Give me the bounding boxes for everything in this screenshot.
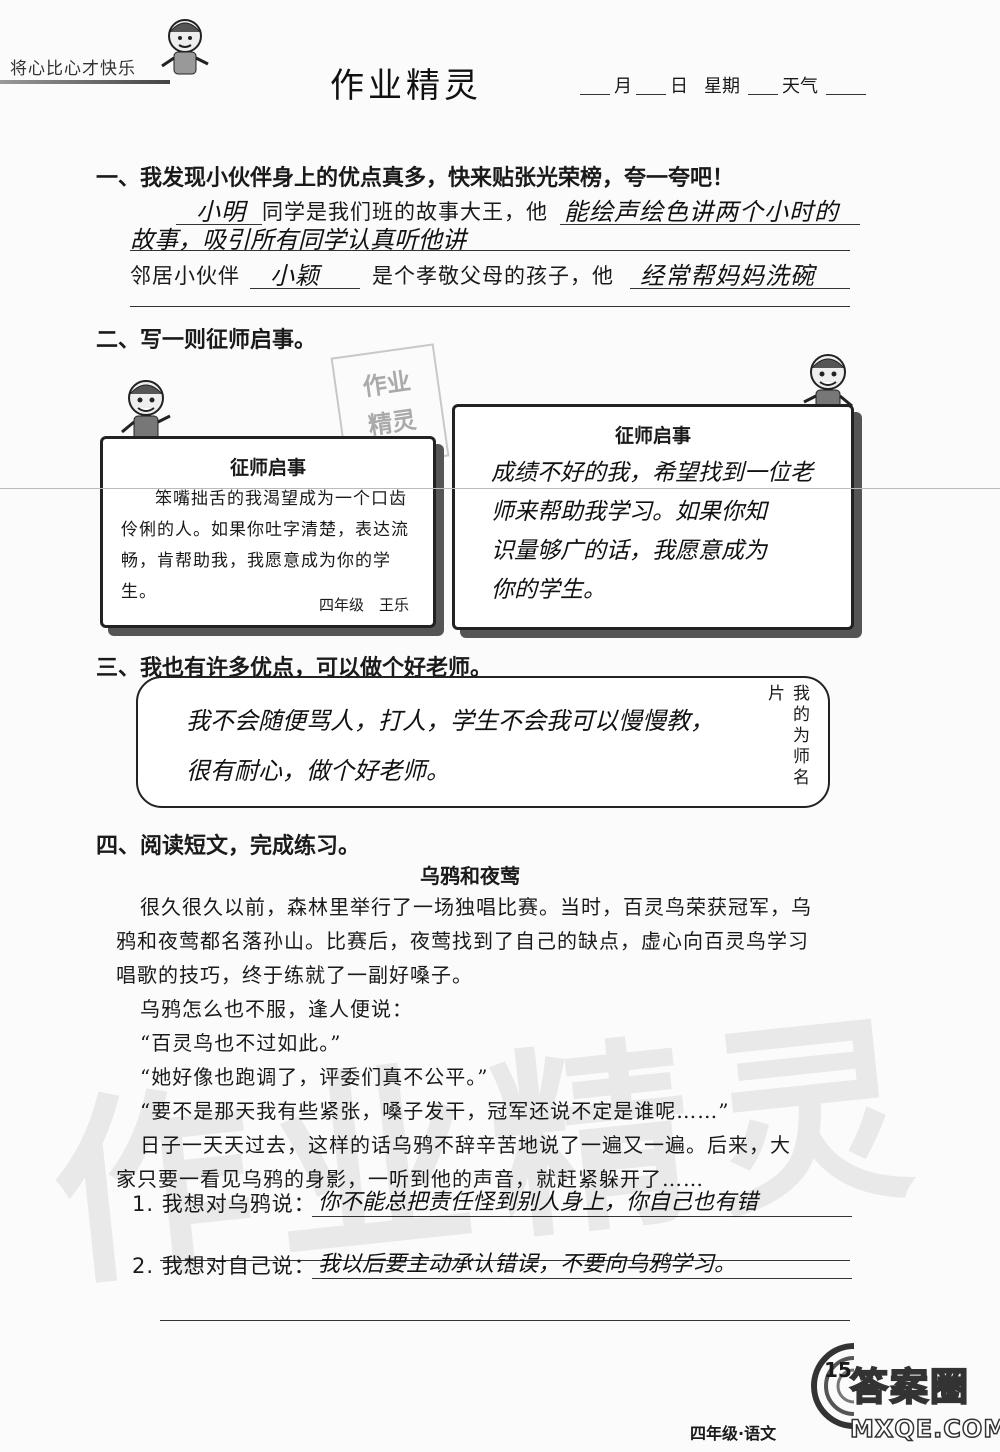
story-paragraph: 唱歌的技巧，终于练就了一副好嗓子。	[116, 963, 473, 987]
section1-answer2: 经常帮妈妈洗碗	[640, 262, 815, 290]
site-watermark-name: 答案圈	[849, 1364, 971, 1410]
question2: 2. 我想对自己说： 我以后要主动承认错误，不要向乌鸦学习。	[132, 1246, 872, 1286]
answer-notice-line: 你的学生。	[491, 577, 606, 603]
question2-blank-line	[160, 1320, 850, 1321]
section1-answer1b: 故事，吸引所有同学认真听他讲	[130, 226, 466, 254]
question1-blank-line	[160, 1260, 850, 1261]
story-paragraph: “要不是那天我有些紧张，嗓子发干，冠军还说不定是谁呢……”	[140, 1099, 730, 1123]
example-notice-signature: 四年级 王乐	[318, 596, 409, 614]
story-paragraph: 家只要一看见乌鸦的身影，一听到他的声音，就赶紧躲开了……	[116, 1167, 704, 1191]
section2-title: 二、写一则征师启事。	[96, 328, 317, 353]
cartoon-boy-icon	[160, 14, 210, 84]
header-slogan-banner: 将心比心才快乐	[0, 54, 190, 84]
header-title: 作业精灵	[330, 66, 482, 106]
section1-title: 一、我发现小伙伴身上的优点真多，快来贴张光荣榜，夸一夸吧！	[96, 166, 735, 191]
section1-row2: 故事，吸引所有同学认真听他讲	[130, 220, 870, 260]
example-notice-card: 征师启事 笨嘴拙舌的我渴望成为一个口齿伶俐的人。如果你吐字清楚，表达流畅，肯帮助…	[100, 436, 436, 628]
example-notice-body: 笨嘴拙舌的我渴望成为一个口齿伶俐的人。如果你吐字清楚，表达流畅，肯帮助我，我愿意…	[121, 489, 409, 602]
question2-answer: 我以后要主动承认错误，不要向乌鸦学习。	[318, 1252, 737, 1277]
date-day-label: 日	[670, 76, 688, 97]
story-paragraph: “她好像也跑调了，评委们真不公平。”	[140, 1065, 489, 1089]
story-body: 很久很久以前，森林里举行了一场独唱比赛。当时，百灵鸟荣获冠军，乌 鸦和夜莺都名落…	[96, 890, 866, 1196]
answer-notice-line: 成绩不好的我，希望找到一位老	[491, 460, 813, 486]
question1-answer: 你不能总把责任怪到别人身上，你自己也有错	[318, 1190, 759, 1215]
question1: 1. 我想对乌鸦说： 你不能总把责任怪到别人身上，你自己也有错	[132, 1184, 872, 1224]
section1-row1: 小明 同学是我们班的故事大王，他 能绘声绘色讲两个小时的	[110, 192, 870, 232]
teacher-card-line: 很有耐心，做个好老师。	[186, 757, 450, 785]
site-watermark: 答案圈 MXQE.COM	[849, 1356, 1000, 1448]
story-title: 乌鸦和夜莺	[420, 864, 520, 888]
section1-name2: 小颖	[270, 262, 320, 290]
page-number-badge: 15	[794, 1340, 858, 1430]
page-fold-line	[0, 488, 1000, 489]
story-paragraph: 很久很久以前，森林里举行了一场独唱比赛。当时，百灵鸟荣获冠军，乌	[140, 895, 812, 919]
section1-name1: 小明	[196, 198, 246, 226]
example-notice-heading: 征师启事	[229, 457, 306, 479]
page-number: 15	[824, 1358, 852, 1382]
answer-notice-line: 师来帮助我学习。如果你知	[491, 499, 767, 525]
teacher-card: 我不会随便骂人，打人，学生不会我可以慢慢教， 很有耐心，做个好老师。 我的为师名…	[136, 676, 830, 808]
date-weather-label: 天气	[782, 76, 818, 97]
date-weekday-label: 星期	[704, 76, 740, 97]
grade-subject: 四年级·语文	[690, 1424, 777, 1443]
section1-row3: 邻居小伙伴 小颖 是个孝敬父母的孩子，他 经常帮妈妈洗碗	[130, 256, 870, 296]
header-slogan: 将心比心才快乐	[10, 59, 136, 79]
section1-line2-prefix: 邻居小伙伴	[130, 264, 240, 288]
cartoon-boy-left-icon	[118, 376, 174, 456]
teacher-card-label: 我的为师名片	[764, 684, 809, 789]
section1-answer1a: 能绘声绘色讲两个小时的	[564, 198, 839, 226]
question1-label: 1. 我想对乌鸦说：	[132, 1192, 316, 1216]
story-paragraph: 乌鸦怎么也不服，逢人便说：	[140, 997, 413, 1021]
section1-blank-line	[130, 306, 850, 307]
answer-notice-heading: 征师启事	[614, 425, 691, 447]
story-paragraph: 鸦和夜莺都名落孙山。比赛后，夜莺找到了自己的缺点，虚心向百灵鸟学习	[116, 929, 809, 953]
date-month-label: 月	[614, 76, 632, 97]
section1-line1-text: 同学是我们班的故事大王，他	[262, 200, 548, 224]
date-line: 月 日 星期 天气	[580, 72, 880, 102]
site-watermark-url: MXQE.COM	[849, 1414, 1000, 1444]
answer-notice-line: 识量够广的话，我愿意成为	[491, 538, 767, 564]
teacher-card-line: 我不会随便骂人，打人，学生不会我可以慢慢教，	[186, 707, 714, 735]
answer-notice-card: 征师启事 成绩不好的我，希望找到一位老 师来帮助我学习。如果你知 识量够广的话，…	[452, 404, 854, 630]
story-paragraph: 日子一天天过去，这样的话乌鸦不辞辛苦地说了一遍又一遍。后来，大	[140, 1133, 791, 1157]
section4-title: 四、阅读短文，完成练习。	[96, 834, 361, 859]
question2-label: 2. 我想对自己说：	[132, 1254, 316, 1278]
story-paragraph: “百灵鸟也不过如此。”	[140, 1031, 342, 1055]
section1-line2-text: 是个孝敬父母的孩子，他	[372, 264, 614, 288]
